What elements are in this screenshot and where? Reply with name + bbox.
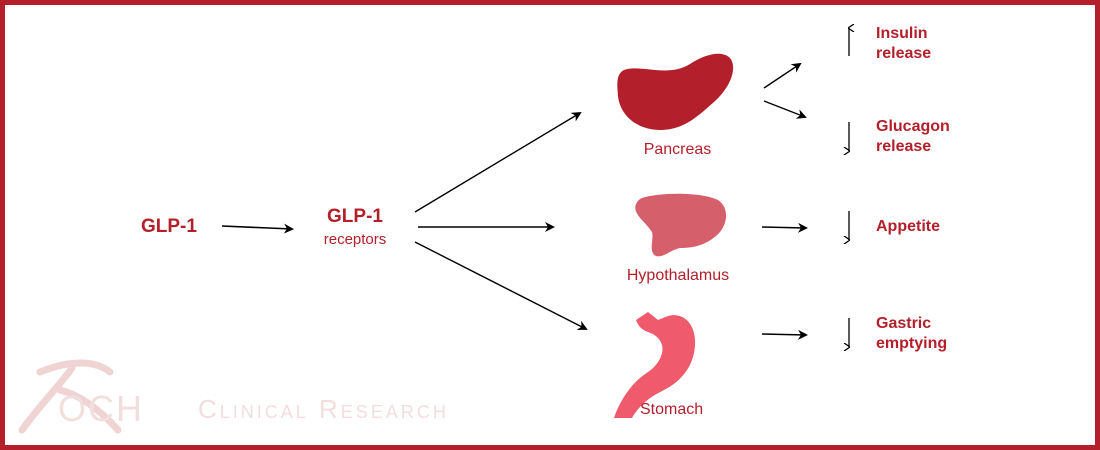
stomach-to-gastric-arrow xyxy=(761,329,808,340)
receptor-to-stomach-arrow xyxy=(414,241,588,330)
hypothalamus-to-appetite-arrow xyxy=(761,222,808,233)
insulin-release-label: Insulin release xyxy=(876,24,931,64)
glucagon-line1: Glucagon xyxy=(876,118,950,135)
insulin-line1: Insulin xyxy=(876,25,928,42)
appetite-label: Appetite xyxy=(876,218,940,235)
glp1-receptors-line1: GLP-1 xyxy=(327,206,383,227)
watermark-clinical-research: Clinical Research xyxy=(198,394,449,424)
pancreas-to-glucagon-arrow xyxy=(763,100,807,119)
glucagon-line2: release xyxy=(876,138,932,155)
pancreas-icon xyxy=(617,53,734,130)
pancreas-to-insulin-arrow xyxy=(763,62,802,89)
glp1-to-receptor-arrow xyxy=(221,223,294,234)
watermark-och: OCH xyxy=(58,388,144,429)
glp1-label: GLP-1 xyxy=(141,216,197,237)
insulin-line2: release xyxy=(876,45,932,62)
glucagon-release-label: Glucagon release xyxy=(876,117,950,157)
stomach-label: Stomach xyxy=(640,401,704,418)
stomach-icon xyxy=(614,312,696,418)
watermark-k-icon xyxy=(18,359,122,434)
gastric-line1: Gastric xyxy=(876,315,932,332)
glp1-receptors-label: GLP-1 receptors xyxy=(305,205,405,250)
pancreas-label: Pancreas xyxy=(643,141,712,158)
receptor-to-pancreas-arrow xyxy=(414,111,582,213)
hypothalamus-label: Hypothalamus xyxy=(626,267,730,284)
glp1-receptors-line2: receptors xyxy=(323,230,387,248)
hypothalamus-icon xyxy=(635,193,727,257)
gastric-emptying-label: Gastric emptying xyxy=(876,314,947,354)
gastric-line2: emptying xyxy=(876,335,948,352)
